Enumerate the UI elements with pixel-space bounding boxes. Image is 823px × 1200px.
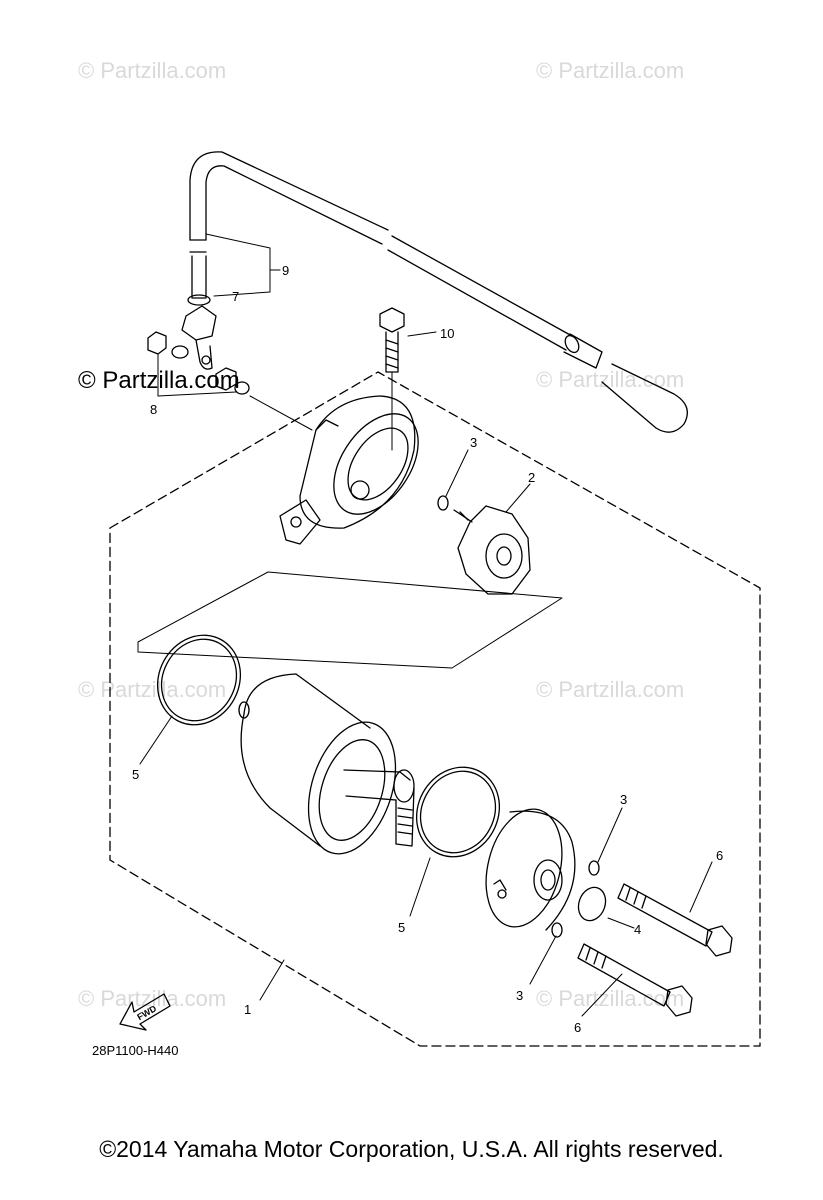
front-cover (485, 808, 576, 931)
watermark-bottom-right: © Partzilla.com (536, 986, 685, 1011)
callout-6-upper: 6 (716, 848, 723, 863)
guide-parallelogram (137, 571, 563, 669)
callout-3-lower: 3 (516, 988, 523, 1003)
callout-7: 9 (282, 263, 289, 278)
callout-10: 10 (440, 326, 454, 341)
copyright-footer: ©2014 Yamaha Motor Corporation, U.S.A. A… (99, 1136, 724, 1162)
diagram-code: 28P1100-H440 (92, 1043, 179, 1058)
long-bolt-lower (577, 943, 693, 1017)
starter-cable (181, 151, 688, 433)
callout-5-left: 5 (132, 767, 139, 782)
leader-lines (139, 233, 713, 1017)
watermark-center-right: © Partzilla.com (536, 677, 685, 702)
callout-9: 8 (150, 402, 157, 417)
long-bolt-upper (617, 883, 733, 957)
watermark-mid-right: © Partzilla.com (536, 367, 685, 392)
o-ring-4 (577, 886, 607, 922)
o-ring-5-left (156, 634, 242, 726)
assembly-outline (109, 371, 761, 1047)
callout-6-lower: 6 (574, 1020, 581, 1035)
o-ring-3-lower (551, 922, 563, 938)
callout-4: 4 (634, 922, 641, 937)
nuts-and-washers (147, 331, 250, 395)
watermark-top-right: © Partzilla.com (536, 58, 685, 83)
through-bolt-10 (379, 307, 405, 373)
callouts: 9 7 10 8 3 2 5 5 3 6 4 3 6 1 FWD (132, 263, 723, 1035)
callout-3-right: 3 (620, 792, 627, 807)
watermark-bottom-left: © Partzilla.com (78, 986, 227, 1011)
o-ring-5-right-inner (419, 770, 497, 854)
fwd-arrow (119, 993, 171, 1031)
brush-holder (453, 505, 531, 595)
callout-1: 1 (244, 1002, 251, 1017)
callout-3-top: 3 (470, 435, 477, 450)
watermark-strong: © Partzilla.com (78, 367, 240, 394)
callout-2: 2 (528, 470, 535, 485)
o-ring-3-top (437, 495, 449, 511)
motor-yoke (238, 673, 415, 855)
watermark-top-left: © Partzilla.com (78, 58, 227, 83)
o-ring-3-right (588, 860, 600, 876)
watermark-center-left: © Partzilla.com (78, 677, 227, 702)
callout-8: 7 (232, 289, 239, 304)
rear-cover (279, 395, 419, 545)
o-ring-5-left-inner (160, 638, 238, 722)
o-ring-5-right (415, 766, 501, 858)
callout-5-right: 5 (398, 920, 405, 935)
